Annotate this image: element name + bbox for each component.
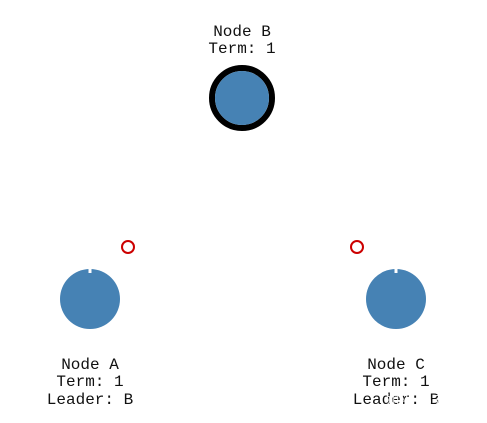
node-b-term: Term: 1: [208, 40, 275, 58]
node-a-name: Node A: [61, 356, 119, 374]
node-a-leader: Leader: B: [47, 391, 133, 409]
node-a-term: Term: 1: [56, 373, 123, 391]
node-a[interactable]: Node A Term: 1 Leader: B: [47, 269, 133, 409]
leader-ring: [209, 65, 275, 131]
node-a-circle[interactable]: [60, 269, 120, 329]
heartbeat-message-to-c: [350, 240, 364, 254]
heartbeat-message-to-a: [121, 240, 135, 254]
node-c-circle[interactable]: [366, 269, 426, 329]
node-b-name: Node B: [213, 23, 271, 41]
node-b-circle[interactable]: [215, 71, 269, 125]
node-c-term: Term: 1: [362, 373, 429, 391]
node-b[interactable]: Node B Term: 1: [208, 23, 276, 131]
node-c-leader: Leader: B: [353, 391, 439, 409]
node-c-name: Node C: [367, 356, 425, 374]
watermark: 知乎 @无知影: [386, 393, 474, 410]
node-c[interactable]: Node C Term: 1 Leader: B: [353, 269, 439, 409]
